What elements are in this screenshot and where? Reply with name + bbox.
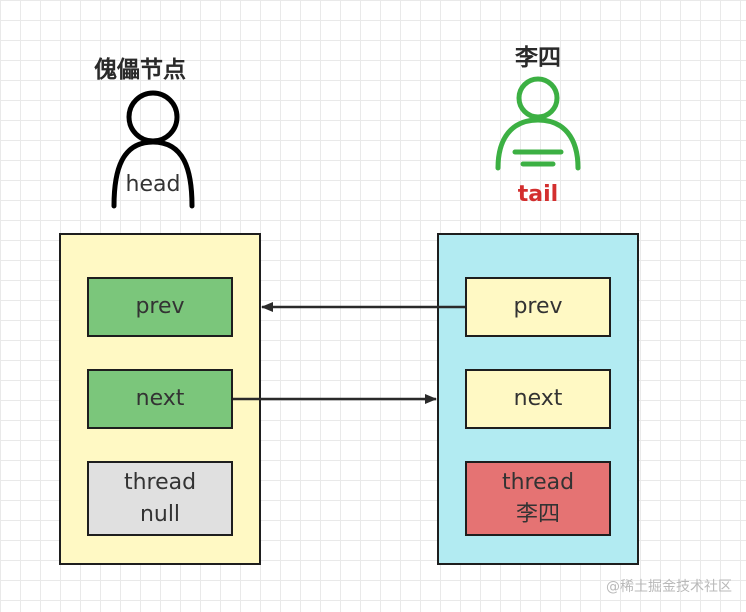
left-thread-field: thread null <box>87 461 233 536</box>
right-next-field: next <box>465 369 611 429</box>
person-icon <box>111 90 195 209</box>
left-prev-field: prev <box>87 277 233 337</box>
watermark: @稀土掘金技术社区 <box>606 579 732 595</box>
person-icon-green <box>495 76 581 171</box>
right-node-title: 李四 <box>515 45 561 71</box>
head-label: head <box>125 172 181 197</box>
left-next-field: next <box>87 369 233 429</box>
left-node-title: 傀儡节点 <box>94 57 186 83</box>
right-prev-field: prev <box>465 277 611 337</box>
tail-label: tail <box>517 182 559 207</box>
right-thread-field: thread 李四 <box>465 461 611 536</box>
